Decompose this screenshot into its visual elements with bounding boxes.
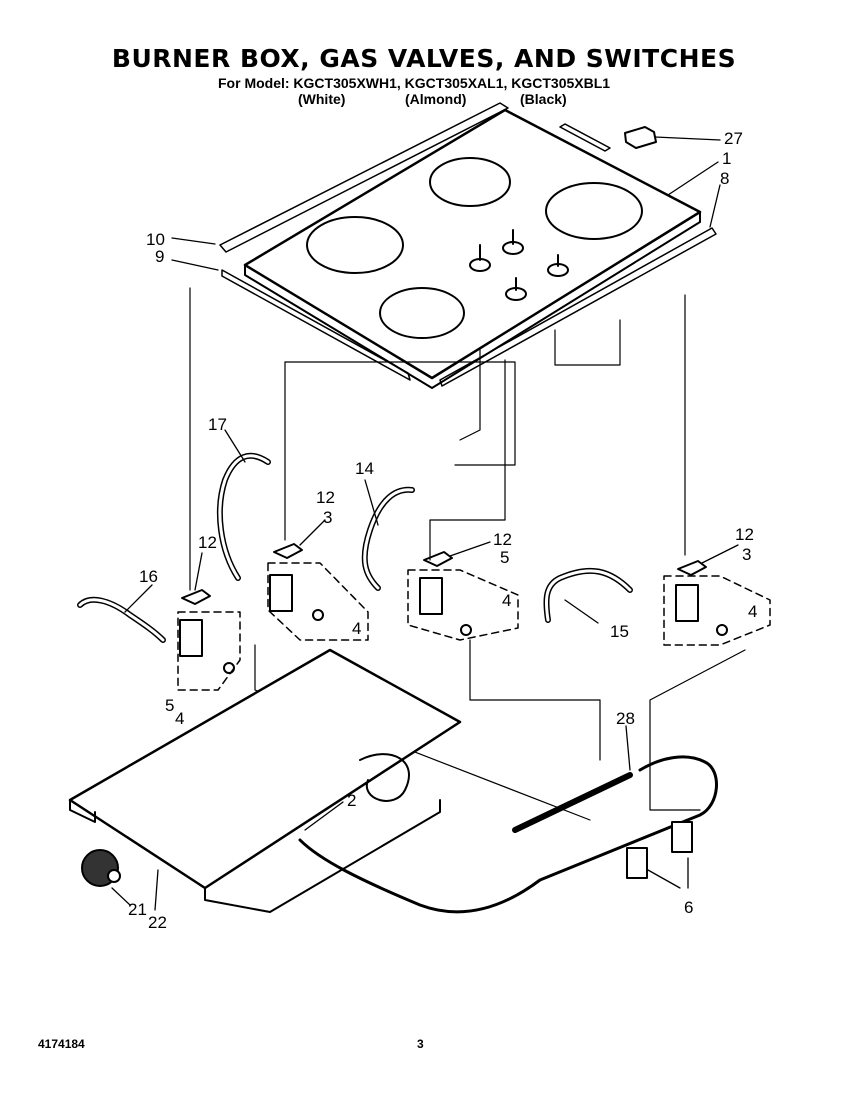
- callout-4-c: 4: [352, 619, 361, 638]
- page-title: BURNER BOX, GAS VALVES, AND SWITCHES: [111, 44, 737, 73]
- callout-22: 22: [148, 913, 167, 932]
- color-black: (Black): [520, 91, 567, 107]
- switch-clips: [181, 543, 707, 605]
- callout-2: 2: [347, 791, 356, 810]
- burner-tube: [298, 755, 718, 914]
- callout-3-a: 3: [323, 508, 332, 527]
- callout-4-a: 4: [502, 591, 511, 610]
- callout-14: 14: [355, 459, 374, 478]
- callout-9: 9: [155, 247, 164, 266]
- callout-10: 10: [146, 230, 165, 249]
- document-number: 4174184: [38, 1037, 85, 1051]
- page-number: 3: [417, 1037, 424, 1051]
- color-almond: (Almond): [405, 91, 467, 107]
- callout-21: 21: [128, 900, 147, 919]
- igniter-21: [81, 849, 121, 887]
- leader-lines: [111, 136, 739, 911]
- callout-12-c: 12: [198, 533, 217, 552]
- switches-6: [626, 821, 693, 879]
- callout-17: 17: [208, 415, 227, 434]
- guide-lines: [189, 287, 746, 821]
- callout-16: 16: [139, 567, 158, 586]
- callout-4-b: 4: [748, 602, 757, 621]
- callout-15: 15: [610, 622, 629, 641]
- burner-box: [68, 648, 462, 913]
- callout-5-a: 5: [500, 548, 509, 567]
- callout-12-a: 12: [316, 488, 335, 507]
- color-white: (White): [298, 91, 346, 107]
- callout-3-b: 3: [742, 545, 751, 564]
- callout-labels: 27 1 8 10 9 17 14 12 3 12 5 12 12 3 16 4…: [128, 129, 757, 932]
- callout-5-b: 5: [165, 696, 174, 715]
- model-line: For Model: KGCT305XWH1, KGCT305XAL1, KGC…: [218, 75, 611, 91]
- callout-6: 6: [684, 898, 693, 917]
- callout-28: 28: [616, 709, 635, 728]
- cooktop-glass: [243, 108, 702, 389]
- callout-27: 27: [724, 129, 743, 148]
- callout-8: 8: [720, 169, 729, 188]
- trim-strips: [219, 102, 717, 387]
- gas-valves: [177, 562, 771, 691]
- callout-4-d: 4: [175, 709, 184, 728]
- callout-1: 1: [722, 149, 731, 168]
- part-27-clip: [624, 126, 657, 149]
- callout-12-b: 12: [493, 530, 512, 549]
- callout-12-d: 12: [735, 525, 754, 544]
